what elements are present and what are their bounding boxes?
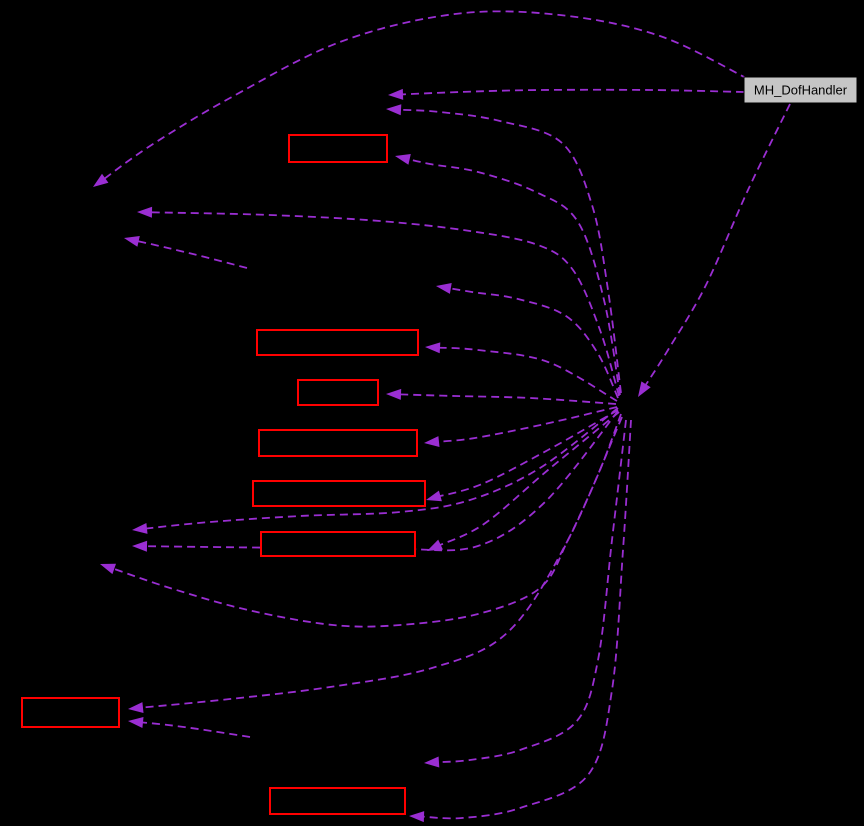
graph-edge-hub-to-left-node-c	[110, 413, 622, 628]
graph-node-truncated-2[interactable]	[256, 329, 419, 356]
graph-node-truncated-6[interactable]	[260, 531, 416, 557]
arrowhead-hub-to-red-node-6	[427, 539, 443, 551]
graph-edge-hub-to-left-node-b	[142, 407, 619, 530]
graph-edge-root-to-top-center-node	[398, 88, 745, 96]
arrowhead-hidden-x2-to-red-node-7b	[128, 717, 144, 728]
arrowhead-root-arc-to-top-left-node	[93, 173, 109, 187]
arrowhead-hub-to-red-node-8	[409, 811, 425, 823]
graph-node-truncated-5[interactable]	[252, 480, 426, 507]
graph-edge-hidden-x1-to-left-node-d	[134, 239, 248, 269]
graph-edge-hub-to-red-node-2	[435, 346, 618, 402]
arrowhead-hub-to-left-node-b	[132, 523, 148, 534]
arrowhead-root-to-top-center-node	[388, 88, 404, 100]
graph-edge-hub-to-hidden-node-x1	[446, 286, 619, 399]
arrowhead-hub-to-hidden-node-x1	[436, 283, 452, 294]
arrowhead-hub-to-top-center-node-2	[386, 104, 402, 116]
node-mh-dofhandler[interactable]: MH_DofHandler	[743, 76, 858, 104]
arrowhead-root-to-hub	[638, 381, 651, 397]
arrowhead-hub-to-hidden-node-x2	[424, 756, 440, 768]
graph-node-truncated-7[interactable]	[21, 697, 120, 728]
graph-edge-hub-to-red-node-3	[396, 393, 617, 405]
arrowhead-hub-to-left-node-b2	[132, 540, 148, 552]
graph-node-truncated-3[interactable]	[297, 379, 379, 406]
graph-edge-hub-to-left-node-a	[147, 211, 620, 397]
graph-edge-hidden-x2-to-red-node-7b	[138, 721, 251, 738]
arrowhead-hub-to-red-node-3	[386, 388, 402, 400]
graph-node-truncated-1[interactable]	[288, 134, 388, 163]
nodes-layer	[21, 134, 426, 815]
graph-edge-hub-to-red-node-7a	[138, 416, 623, 709]
root-node-box[interactable]	[743, 76, 858, 104]
root-node-label: MH_DofHandler	[754, 83, 848, 98]
graph-edge-root-arc-to-top-left-node	[101, 10, 749, 182]
graph-edge-hub-to-red-node-1	[405, 157, 621, 396]
graph-node-truncated-4[interactable]	[258, 429, 418, 457]
graph-node-truncated-8[interactable]	[269, 787, 406, 815]
graph-edge-hub-to-red-node-4	[434, 406, 618, 443]
arrowhead-hub-to-left-node-c	[100, 563, 116, 575]
arrowhead-hub-to-red-node-2	[425, 342, 441, 354]
graph-edge-hub-to-hidden-node-x2	[434, 419, 627, 764]
arrowhead-hub-to-left-node-a	[137, 206, 153, 218]
graph-edge-hub-to-red-node-6	[436, 411, 620, 548]
edges-layer	[93, 10, 791, 823]
graph-edge-root-to-hub	[643, 103, 791, 389]
arrowhead-hub-to-red-node-4	[424, 436, 440, 447]
graph-edge-hub-to-red-node-5	[436, 409, 619, 498]
arrowhead-hub-to-red-node-5	[426, 490, 442, 502]
graph-edge-hub-to-top-center-node-2	[396, 108, 622, 394]
arrowhead-hub-to-red-node-1	[395, 154, 411, 165]
arrowhead-hub-to-red-node-7a	[128, 702, 144, 713]
arrowhead-hidden-x1-to-left-node-d	[124, 236, 140, 247]
